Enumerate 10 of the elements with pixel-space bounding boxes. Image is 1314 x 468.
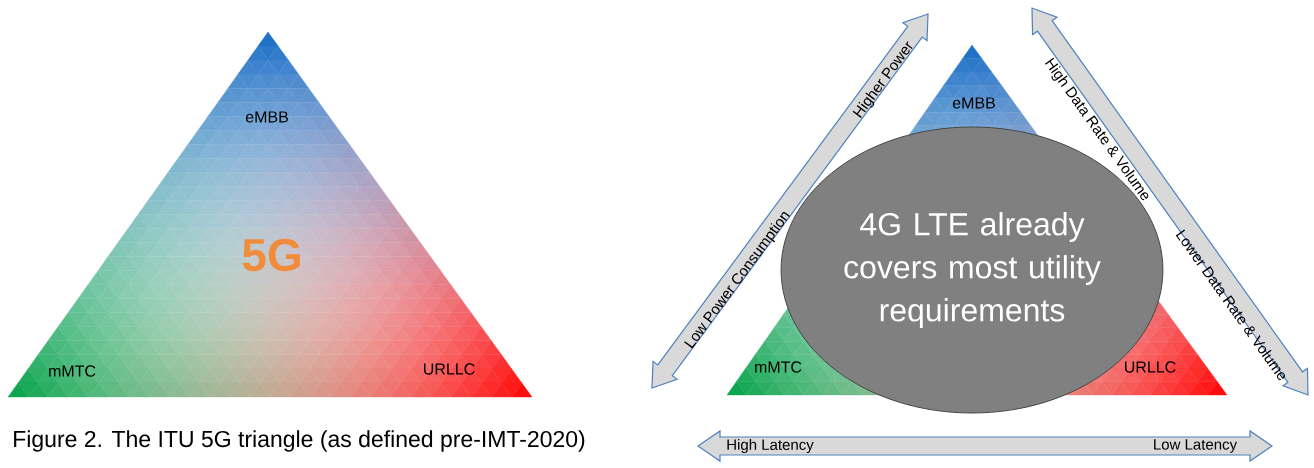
corner-label: eMBB <box>952 97 995 109</box>
corner-label: URLLC <box>424 363 475 375</box>
center-label: 5G <box>242 238 300 272</box>
corner-label: mMTC <box>49 365 96 377</box>
arrow-label: Low Latency <box>1154 439 1238 453</box>
corner-label: URLLC <box>1125 361 1176 373</box>
corner-label: eMBB <box>245 111 288 123</box>
corner-label: mMTC <box>755 361 802 373</box>
caption: Figure 2. The ITU 5G triangle (as defined pre-IMT-2020) <box>14 430 585 452</box>
arrow-label: High Latency <box>727 439 814 453</box>
